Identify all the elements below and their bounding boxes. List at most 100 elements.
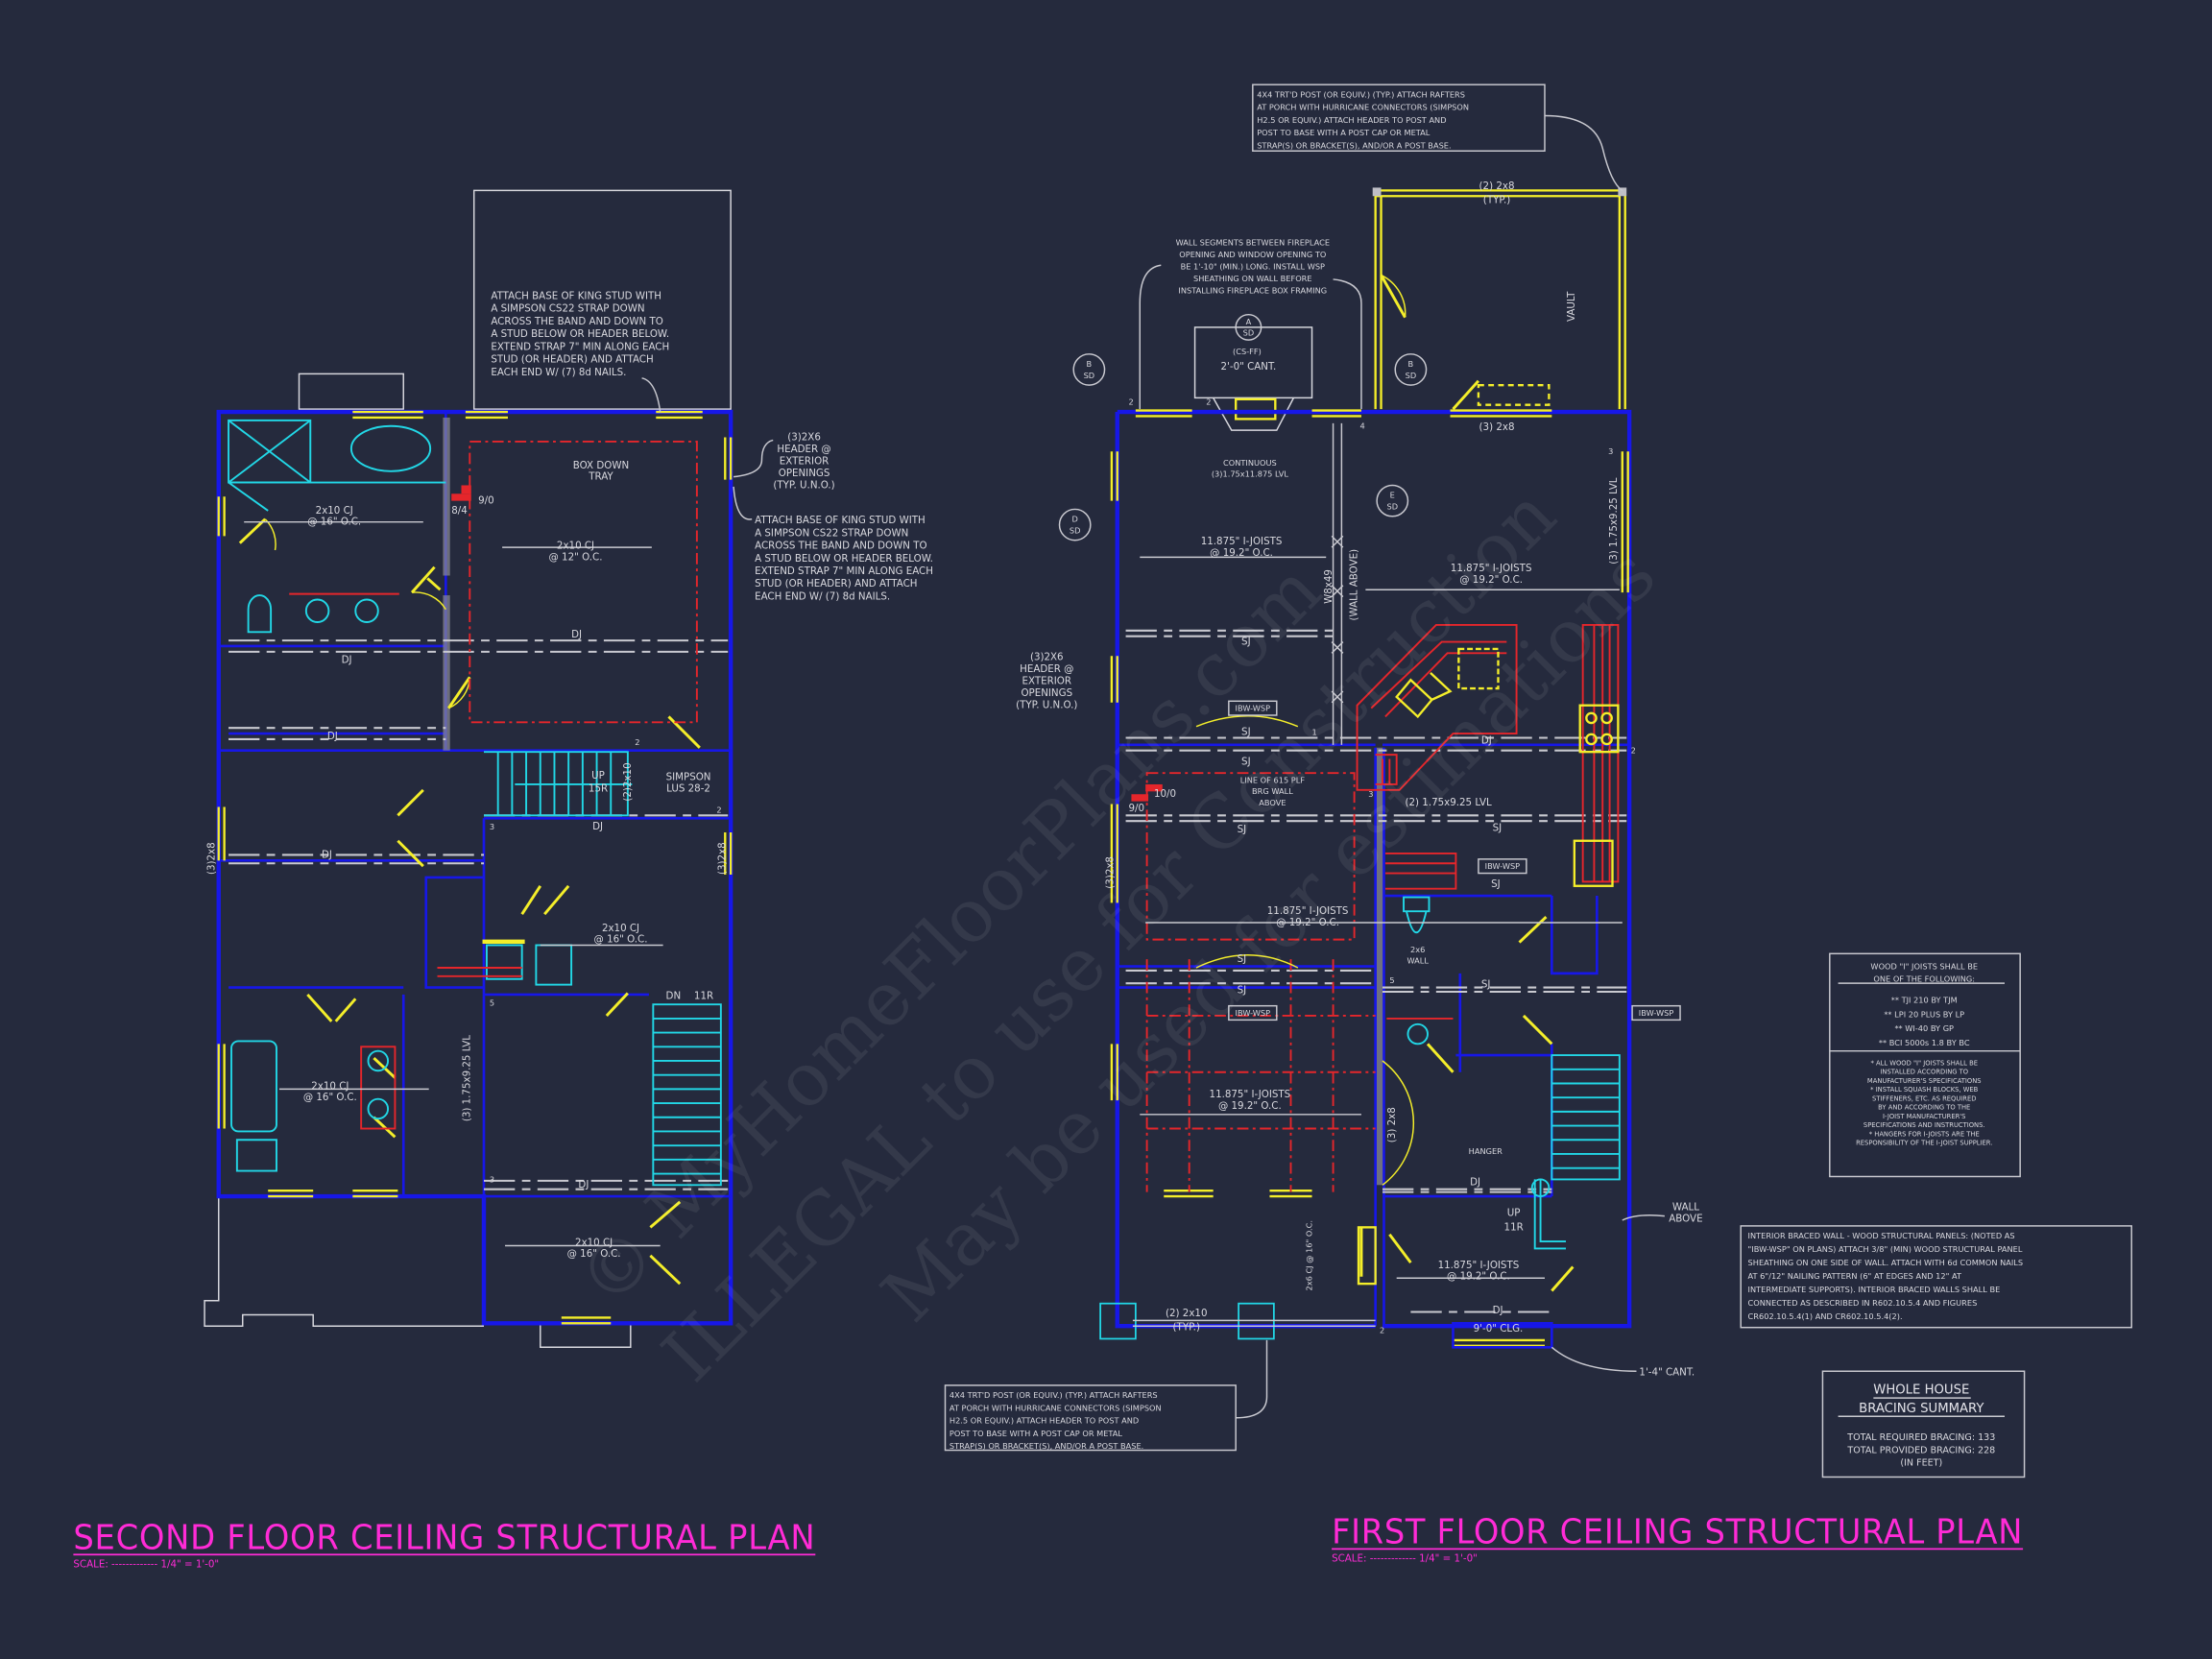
cant-2-0-label: 2'-0" CANT.: [1221, 361, 1277, 373]
dim-8-4: 8/4: [451, 505, 468, 517]
text-line: (3)2X6: [787, 431, 821, 443]
ceiling-height-label: 9'-0" CLG.: [1474, 1323, 1524, 1334]
text-line: SD: [1243, 328, 1255, 338]
text-line: * INSTALL SQUASH BLOCKS, WEB: [1870, 1086, 1979, 1094]
text-line: A: [1246, 317, 1252, 326]
porch-2x10-label: (2) 2x10(TYP.): [1166, 1308, 1207, 1334]
text-line: UP: [1507, 1208, 1521, 1219]
porch-post-note-top: 4X4 TRT'D POST (OR EQUIV.) (TYP.) ATTACH…: [1257, 89, 1469, 150]
post-count: 4: [1359, 421, 1364, 431]
wall-above-label: (WALL ABOVE): [1349, 549, 1360, 621]
section-tag-a[interactable]: A SD: [1235, 313, 1262, 341]
text-line: AT 6"/12" NAILING PATTERN (6" AT EDGES A…: [1748, 1271, 1962, 1281]
text-line: LUS 28-2: [666, 782, 710, 794]
post-count: 3: [1368, 789, 1373, 799]
text-line: * ALL WOOD "I" JOISTS SHALL BE: [1871, 1059, 1978, 1067]
text-line: SIMPSON: [666, 772, 711, 783]
text-line: (TYP. U.N.O.): [1016, 700, 1077, 711]
post-count: 2: [716, 805, 721, 814]
text-line: EXTERIOR: [1022, 676, 1071, 687]
porch-cj-label: 2x6 CJ @ 16" O.C.: [1305, 1220, 1314, 1290]
section-tag-b[interactable]: B SD: [1394, 353, 1428, 386]
text-line: INTERMEDIATE SUPPORTS). INTERIOR BRACED …: [1748, 1285, 2001, 1294]
lvl-label: (3) 1.75x9.25 LVL: [461, 1035, 472, 1121]
text-line: ** TJI 210 BY TJM: [1891, 996, 1958, 1005]
post-count: 2: [1380, 1326, 1384, 1335]
post-count: 1: [1312, 728, 1317, 737]
text-line: B: [1408, 359, 1414, 369]
text-line: (TYP.): [1173, 1322, 1200, 1334]
post-count: 5: [490, 998, 494, 1008]
text-line: RESPONSIBILITY OF THE I-JOIST SUPPLIER.: [1856, 1140, 1992, 1147]
text-line: CONNECTED AS DESCRIBED IN R602.10.5.4 AN…: [1748, 1298, 1978, 1308]
sj-label: SJ: [1238, 984, 1247, 996]
dj-label: DJ: [1493, 1305, 1503, 1316]
text-line: (TYP. U.N.O.): [773, 479, 834, 491]
left-2x8-label: (3)2x8: [205, 842, 217, 875]
text-line: OPENINGS: [779, 468, 830, 479]
ibw-wsp-tag: IBW-WSP: [1485, 861, 1521, 871]
text-line: SD: [1084, 371, 1095, 380]
text-line: SD: [1406, 371, 1417, 380]
text-line: ** WI-40 BY GP: [1894, 1023, 1954, 1033]
header-2x10-label: (2)2x10: [622, 762, 634, 801]
first-floor-scale: SCALE: ------------- 1/4" = 1'-0": [1332, 1553, 1478, 1565]
text-line: I-JOIST MANUFACTURER'S: [1883, 1113, 1965, 1120]
braced-wall-note-box: INTERIOR BRACED WALL - WOOD STRUCTURAL P…: [1740, 1225, 2132, 1329]
sj-label: SJ: [1481, 979, 1491, 991]
cj-bath-label: 2x10 CJ@ 16" O.C.: [307, 505, 361, 528]
text-line: STUD (OR HEADER) AND ATTACH: [491, 354, 653, 366]
text-line: EXTERIOR: [780, 455, 829, 467]
post-count: 2: [635, 737, 639, 747]
text-line: H2.5 OR EQUIV.) ATTACH HEADER TO POST AN…: [1257, 115, 1446, 125]
post-count: 3: [490, 1174, 494, 1184]
w8x49-label: W8x49: [1323, 569, 1334, 604]
text-line: BRG WALL: [1252, 786, 1293, 796]
stair-dn-label: DN: [666, 990, 682, 1001]
text-line: A STUD BELOW OR HEADER BELOW.: [755, 553, 933, 565]
ij-living-label: 11.875" I-JOISTS@ 19.2" O.C.: [1201, 536, 1283, 559]
post-count: 3: [1608, 446, 1613, 456]
dim-9-0: 9/0: [1129, 803, 1145, 814]
text-line: A STUD BELOW OR HEADER BELOW.: [491, 328, 669, 340]
dj-label: DJ: [578, 1179, 589, 1190]
text-line: 2x10 CJ: [316, 505, 353, 517]
text-line: D: [1072, 515, 1078, 524]
text-line: 2x6: [1410, 945, 1425, 954]
text-line: ABOVE: [1259, 798, 1286, 807]
dj-label: DJ: [322, 849, 332, 860]
text-line: WALL: [1672, 1202, 1699, 1214]
text-line: 11.875" I-JOISTS: [1438, 1260, 1520, 1271]
text-line: @ 19.2" O.C.: [1276, 917, 1339, 928]
text-line: A SIMPSON CS22 STRAP DOWN: [755, 527, 908, 539]
dim-10-0: 10/0: [1154, 788, 1176, 800]
text-line: (TYP.): [1483, 195, 1510, 206]
text-line: 2x10 CJ: [557, 541, 594, 552]
text-line: ** BCI 5000s 1.8 BY BC: [1879, 1038, 1970, 1047]
text-line: @ 16" O.C.: [594, 934, 648, 946]
dj-label: DJ: [571, 629, 582, 640]
mid-2x8-label: (3) 2x8: [1386, 1107, 1398, 1142]
text-line: EXTEND STRAP 7" MIN ALONG EACH: [491, 341, 669, 352]
text-line: @ 16" O.C.: [307, 517, 361, 528]
first-floor-title: FIRST FLOOR CEILING STRUCTURAL PLAN: [1332, 1513, 2023, 1552]
left-2x8-label: (3)2x8: [1104, 856, 1116, 889]
cj-lower-bath-label: 2x10 CJ@ 16" O.C.: [303, 1080, 357, 1103]
text-line: SHEATHING ON WALL BEFORE: [1193, 274, 1312, 283]
text-line: 11.875" I-JOISTS: [1201, 536, 1283, 547]
dj-label: DJ: [1481, 734, 1492, 746]
text-line: UP: [591, 770, 605, 781]
sj-label: SJ: [1241, 637, 1251, 648]
